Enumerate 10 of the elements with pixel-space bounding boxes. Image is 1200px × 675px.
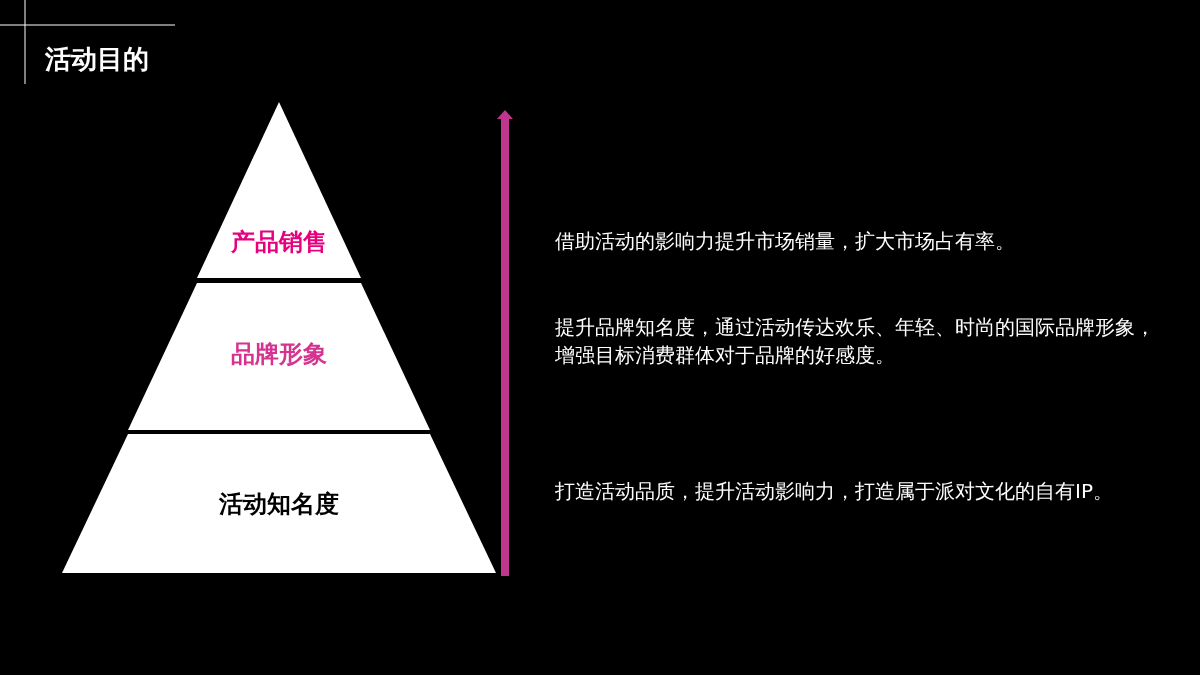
description-text: 打造活动品质，提升活动影响力，打造属于派对文化的自有IP。 <box>555 478 1114 505</box>
description-text: 借助活动的影响力提升市场销量，扩大市场占有率。 <box>555 228 1016 255</box>
title: 活动目的 <box>45 43 149 76</box>
tier-label: 品牌形象 <box>231 339 327 370</box>
pyramid-tier <box>62 434 496 573</box>
description-text: 提升品牌知名度，通过活动传达欢乐、年轻、时尚的国际品牌形象，增强目标消费群体对于品牌的好感度。 <box>555 314 1156 369</box>
pyramid-tier <box>128 283 430 430</box>
pyramid-tier <box>197 102 361 278</box>
tier-label: 活动知名度 <box>219 489 339 520</box>
tier-label: 产品销售 <box>231 227 327 258</box>
